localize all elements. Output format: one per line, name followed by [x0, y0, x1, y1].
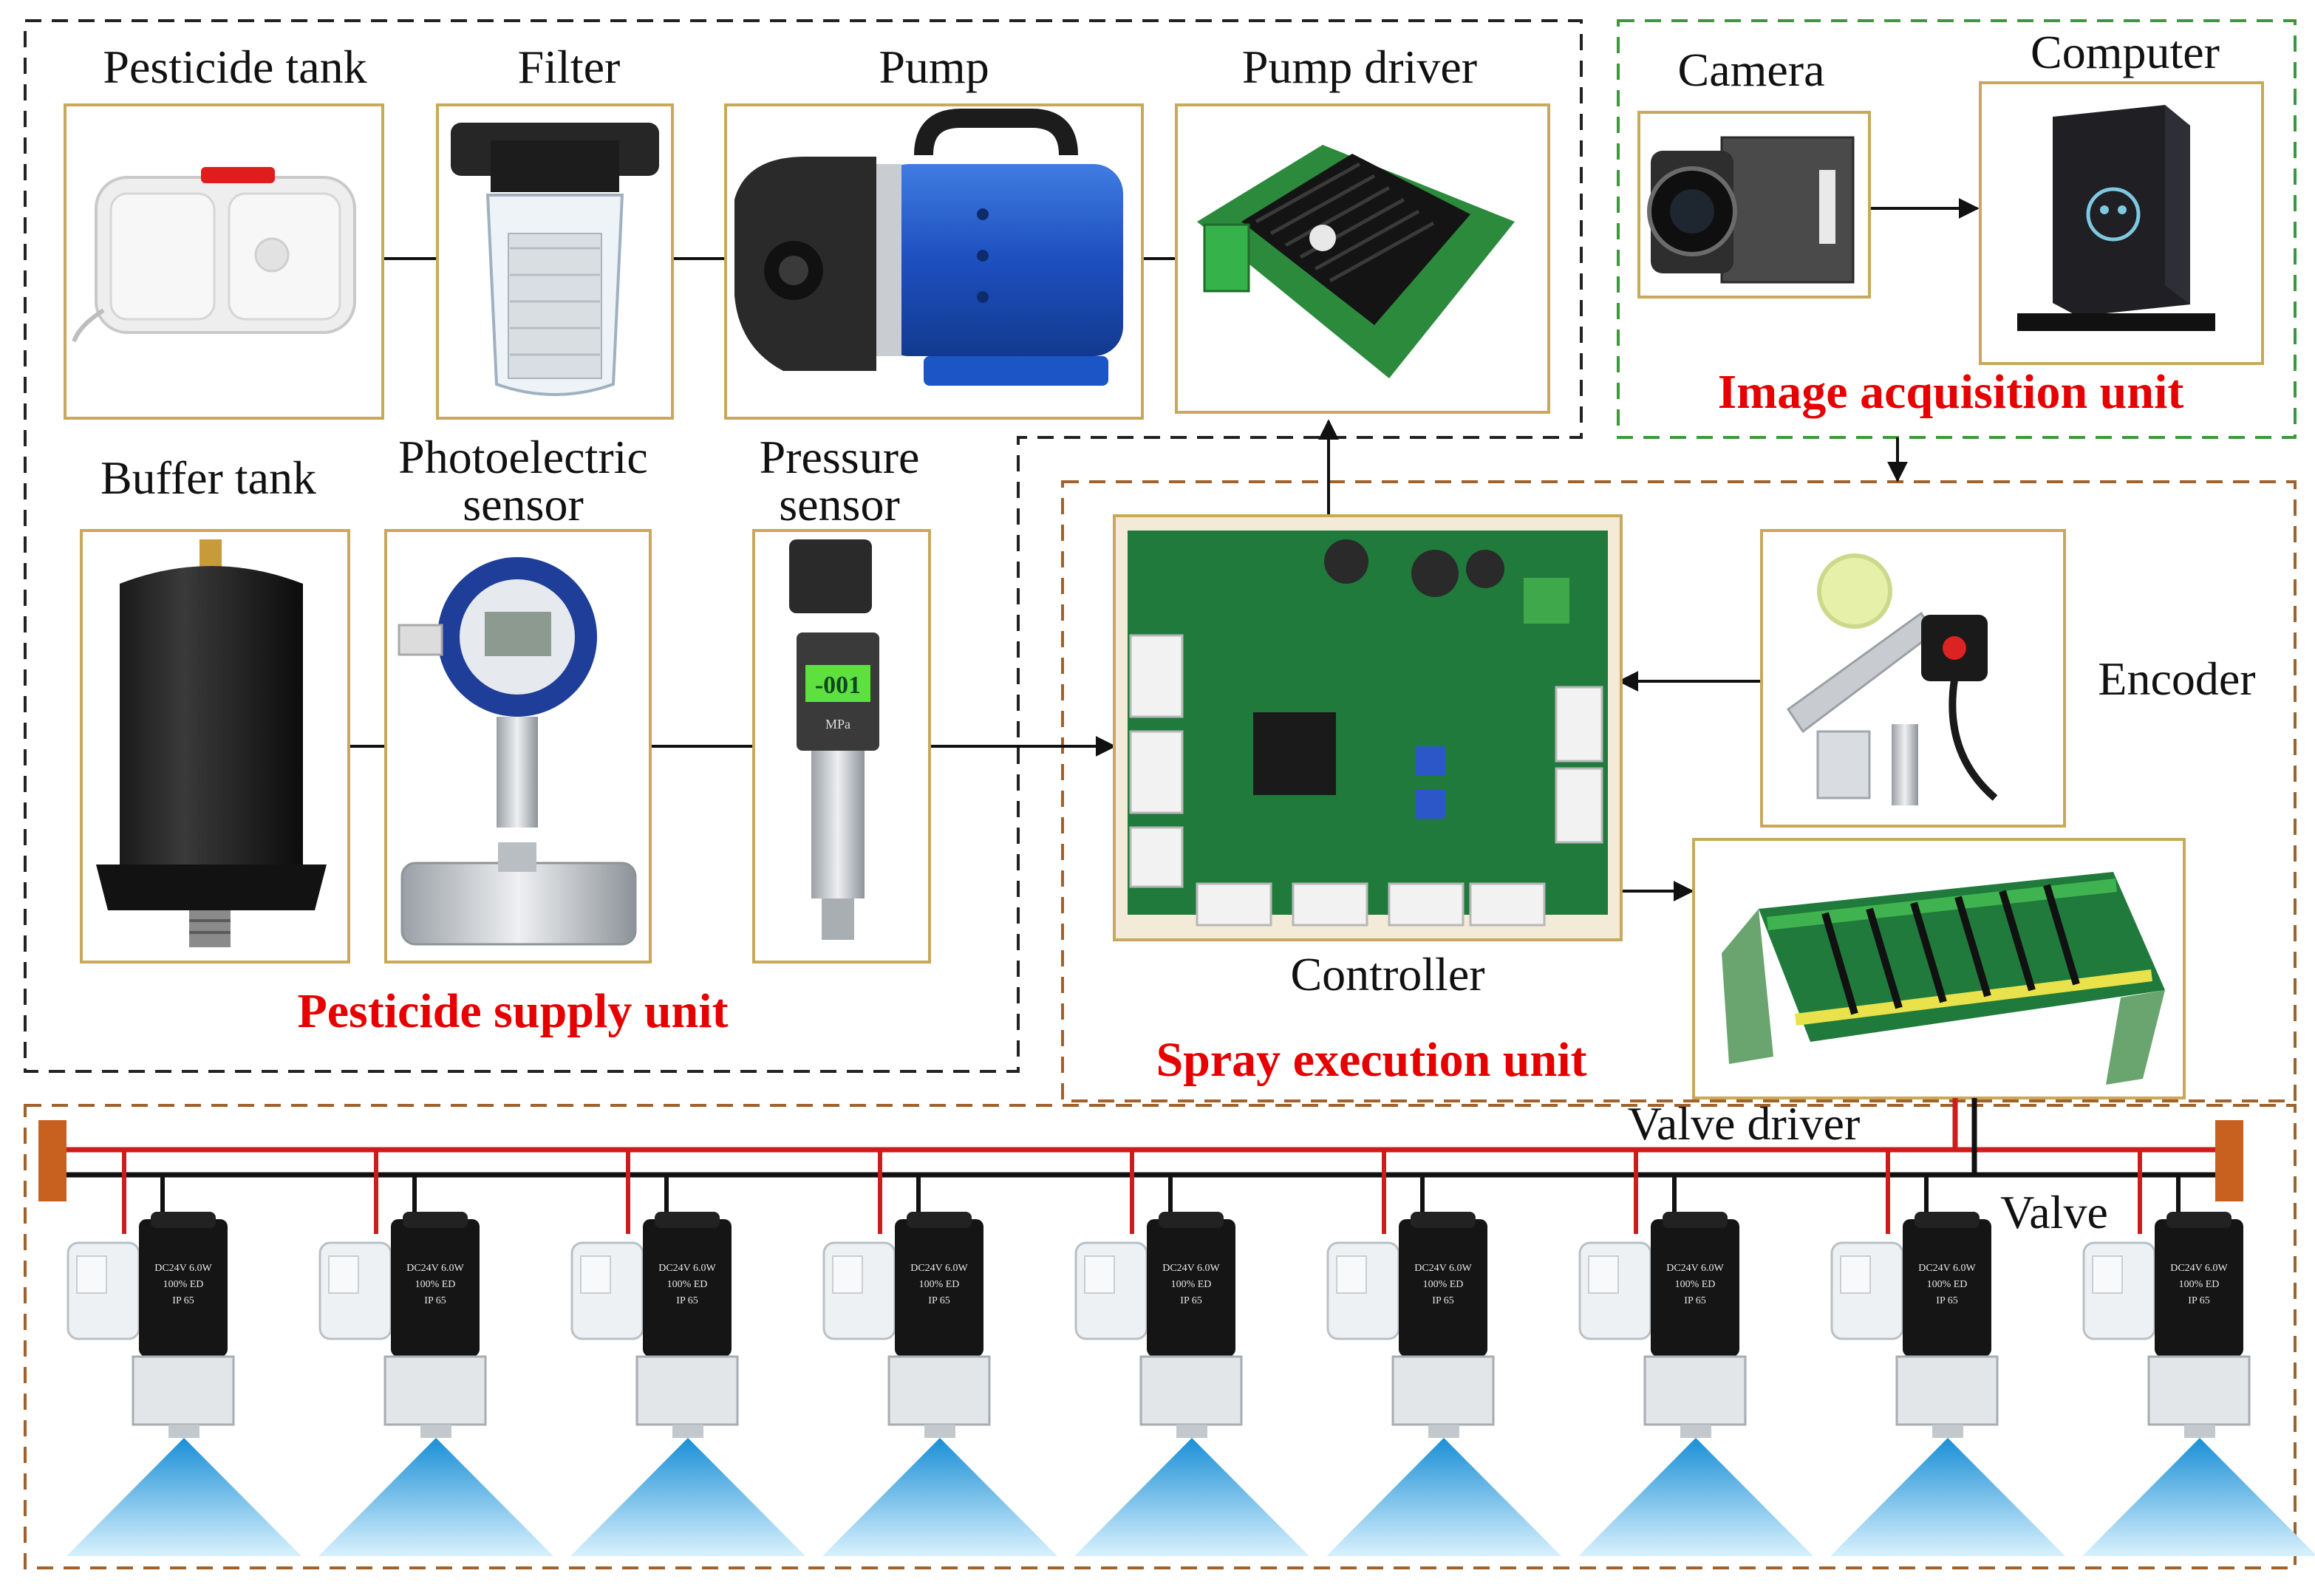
valve-duty-text: 100% ED: [919, 1279, 960, 1290]
label-spray-execution-unit: Spray execution unit: [1156, 1033, 1586, 1087]
valve-row: DC24V 6.0W 100% ED IP 65 DC24V 6.0W 100% ED I…: [67, 1150, 2315, 1556]
valve-unit: DC24V 6.0W 100% ED IP 65: [67, 1150, 301, 1556]
encoder-image: [1760, 529, 2066, 828]
spray-cone: [67, 1438, 301, 1556]
bus-end-right: [2215, 1120, 2243, 1201]
valve-duty-text: 100% ED: [163, 1279, 204, 1290]
bus-end-left: [38, 1120, 67, 1201]
valve-duty-text: 100% ED: [1927, 1279, 1968, 1290]
valve-spec-text: DC24V 6.0W: [2170, 1263, 2228, 1274]
label-pressure-line2: sensor: [779, 478, 900, 531]
valve-ip-text: IP 65: [1432, 1295, 1453, 1306]
label-filter: Filter: [518, 41, 621, 93]
label-pesticide-tank: Pesticide tank: [103, 41, 366, 93]
valve-spec-text: DC24V 6.0W: [910, 1263, 968, 1274]
valve-ip-text: IP 65: [1936, 1295, 1957, 1306]
valve-duty-text: 100% ED: [1171, 1279, 1212, 1290]
spray-cone: [1578, 1438, 1813, 1556]
valve-spec-text: DC24V 6.0W: [154, 1263, 212, 1274]
valve-unit: DC24V 6.0W 100% ED IP 65: [1578, 1150, 1813, 1556]
valve-spec-text: DC24V 6.0W: [1918, 1263, 1976, 1274]
label-pesticide-supply-unit: Pesticide supply unit: [297, 984, 728, 1038]
label-encoder: Encoder: [2098, 652, 2255, 705]
valve-unit: DC24V 6.0W 100% ED IP 65: [1074, 1150, 1309, 1556]
valve-spec-text: DC24V 6.0W: [658, 1263, 716, 1274]
controller-image: [1113, 514, 1623, 941]
valve-ip-text: IP 65: [928, 1295, 949, 1306]
spray-cone: [1830, 1438, 2065, 1556]
valve-unit: DC24V 6.0W 100% ED IP 65: [822, 1150, 1057, 1556]
label-camera: Camera: [1678, 44, 1825, 96]
spray-cone: [1074, 1438, 1309, 1556]
photoelectric-sensor-image: [384, 529, 652, 964]
valve-unit: DC24V 6.0W 100% ED IP 65: [1326, 1150, 1561, 1556]
buffer-tank-image: [80, 529, 350, 964]
spray-cone: [822, 1438, 1057, 1556]
valve-duty-text: 100% ED: [2179, 1279, 2220, 1290]
label-image-acquisition-unit: Image acquisition unit: [1718, 365, 2184, 419]
valve-ip-text: IP 65: [172, 1295, 194, 1306]
pesticide-tank-image: [64, 103, 384, 420]
spray-cone: [318, 1438, 553, 1556]
filter-image: [436, 103, 674, 420]
spray-cone: [2082, 1438, 2315, 1556]
pressure-display-value: -001: [815, 672, 861, 699]
valve-frame: [24, 1104, 2297, 1569]
valve-spec-text: DC24V 6.0W: [1666, 1263, 1724, 1274]
camera-image: [1637, 111, 1871, 299]
unit-frames: [24, 19, 2297, 1569]
valve-duty-text: 100% ED: [667, 1279, 708, 1290]
valve-ip-text: IP 65: [2188, 1295, 2209, 1306]
pressure-sensor-image: -001 MPa: [752, 529, 931, 964]
label-valve-driver: Valve driver: [1628, 1097, 1861, 1150]
image-acquisition-frame: [1617, 19, 2297, 439]
label-photoelectric-line1: Photoelectric: [398, 431, 648, 483]
valve-driver-image: [1692, 838, 2186, 1099]
label-valve: Valve: [2000, 1186, 2108, 1238]
component-labels: Pesticide tank Filter Pump Pump driver C…: [100, 26, 2256, 1238]
valve-duty-text: 100% ED: [1423, 1279, 1464, 1290]
label-buffer-tank: Buffer tank: [100, 451, 316, 504]
spray-cone: [1326, 1438, 1561, 1556]
bus-lines: [38, 1098, 2243, 1201]
label-photoelectric-line2: sensor: [463, 478, 584, 531]
valve-unit: DC24V 6.0W 100% ED IP 65: [2082, 1150, 2315, 1556]
valve-unit: DC24V 6.0W 100% ED IP 65: [318, 1150, 553, 1556]
valve-ip-text: IP 65: [424, 1295, 446, 1306]
computer-image: [1979, 81, 2264, 365]
pump-driver-image: [1175, 103, 1550, 414]
valve-spec-text: DC24V 6.0W: [1414, 1263, 1472, 1274]
valve-unit: DC24V 6.0W 100% ED IP 65: [1830, 1150, 2065, 1556]
valve-spec-text: DC24V 6.0W: [406, 1263, 464, 1274]
valve-ip-text: IP 65: [676, 1295, 698, 1306]
spray-cone: [570, 1438, 805, 1556]
label-pressure-line1: Pressure: [760, 431, 920, 483]
valve-spec-text: DC24V 6.0W: [1162, 1263, 1220, 1274]
valve-unit: DC24V 6.0W 100% ED IP 65: [570, 1150, 805, 1556]
valve-duty-text: 100% ED: [415, 1279, 456, 1290]
valve-ip-text: IP 65: [1684, 1295, 1705, 1306]
pesticide-supply-frame: [24, 19, 1583, 1073]
connections: [349, 198, 1980, 901]
label-pump-driver: Pump driver: [1242, 41, 1477, 93]
valve-duty-text: 100% ED: [1675, 1279, 1716, 1290]
valve-ip-text: IP 65: [1180, 1295, 1201, 1306]
pressure-display-unit: MPa: [825, 717, 850, 732]
spray-execution-frame: [1061, 480, 2297, 1102]
pump-image: [724, 103, 1144, 420]
label-controller: Controller: [1290, 948, 1484, 1000]
label-computer: Computer: [2031, 26, 2220, 78]
label-pump: Pump: [879, 41, 989, 93]
